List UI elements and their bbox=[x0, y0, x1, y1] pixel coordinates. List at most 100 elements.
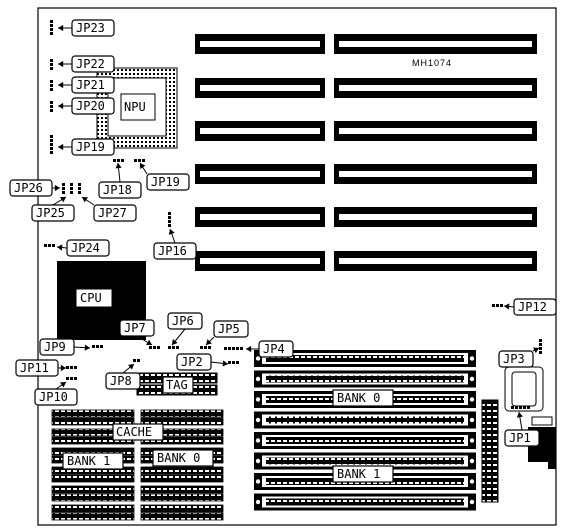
jumper-label-text: JP11 bbox=[20, 361, 49, 375]
simm-socket bbox=[254, 370, 476, 388]
simm-socket bbox=[254, 493, 476, 511]
expansion-slot bbox=[195, 121, 325, 141]
jumper-label-text: JP27 bbox=[98, 206, 127, 220]
cache-bank1-label: BANK 1 bbox=[67, 454, 110, 468]
jumper-label-text: JP9 bbox=[44, 340, 66, 354]
jumper-label-jp4: JP4 bbox=[246, 340, 294, 358]
expansion-slot bbox=[195, 34, 325, 54]
jumper-label-jp22: JP22 bbox=[58, 55, 115, 73]
jumper-header bbox=[66, 366, 77, 369]
jumper-header bbox=[492, 304, 503, 307]
expansion-slot bbox=[195, 207, 325, 227]
cache-chip bbox=[51, 409, 135, 426]
jumper-header bbox=[539, 339, 542, 354]
jumper-label-jp12: JP12 bbox=[503, 298, 557, 316]
jumper-header bbox=[66, 377, 77, 380]
jumper-header bbox=[224, 347, 243, 350]
jumper-label-text: JP21 bbox=[76, 78, 105, 92]
jumper-header bbox=[50, 20, 53, 35]
jumper-label-jp26: JP26 bbox=[9, 179, 60, 197]
jumper-label-jp21: JP21 bbox=[58, 76, 115, 94]
simm-socket bbox=[254, 452, 476, 470]
cache-chip bbox=[140, 485, 224, 502]
jumper-label-text: JP16 bbox=[158, 244, 187, 258]
jumper-header bbox=[70, 183, 73, 194]
jumper-header bbox=[168, 212, 171, 227]
cache-chips bbox=[51, 409, 224, 521]
tag-chips: TAG bbox=[136, 372, 218, 396]
jumper-label-jp20: JP20 bbox=[58, 97, 115, 115]
cache-chip bbox=[51, 504, 135, 521]
jumper-label-jp27: JP27 bbox=[81, 196, 137, 222]
jumper-label-text: JP12 bbox=[518, 300, 547, 314]
jumper-label-jp3: JP3 bbox=[498, 347, 540, 368]
cache-label: CACHE bbox=[116, 425, 152, 439]
simm-socket bbox=[254, 432, 476, 449]
expansion-slot bbox=[195, 164, 325, 184]
simm-bank1-label: BANK 1 bbox=[337, 467, 380, 481]
jumper-label-jp7: JP7 bbox=[119, 319, 155, 346]
jumper-label-jp19b: JP19 bbox=[139, 162, 190, 191]
jumper-header bbox=[50, 59, 53, 70]
jumper-header bbox=[50, 101, 53, 112]
jumper-label-text: JP6 bbox=[172, 314, 194, 328]
simm-bank0-label: BANK 0 bbox=[337, 391, 380, 405]
jumper-header bbox=[228, 361, 239, 364]
expansion-slot bbox=[334, 121, 537, 141]
jumper-label-jp8: JP8 bbox=[105, 363, 141, 390]
jumper-header bbox=[149, 346, 160, 349]
jumper-label-jp6: JP6 bbox=[167, 312, 203, 346]
cache-chip bbox=[140, 504, 224, 521]
expansion-slot bbox=[334, 78, 537, 98]
expansion-slot bbox=[195, 78, 325, 98]
npu-label: NPU bbox=[124, 100, 146, 114]
tag-label: TAG bbox=[166, 378, 188, 392]
jumper-header bbox=[92, 345, 103, 348]
simm-socket bbox=[254, 350, 476, 367]
jumper-label-jp23: JP23 bbox=[58, 19, 115, 37]
jumper-header bbox=[62, 183, 65, 194]
jumper-label-jp25: JP25 bbox=[31, 196, 75, 222]
jumper-label-text: JP24 bbox=[71, 241, 100, 255]
jumper-header bbox=[78, 183, 81, 194]
jumper-label-text: JP4 bbox=[263, 342, 285, 356]
expansion-slot bbox=[195, 251, 325, 271]
jumper-label-jp11: JP11 bbox=[15, 359, 66, 377]
jumper-label-text: JP26 bbox=[14, 181, 43, 195]
jumper-label-jp24: JP24 bbox=[56, 239, 110, 257]
jumper-label-jp5: JP5 bbox=[205, 320, 249, 346]
jumper-label-text: JP18 bbox=[103, 183, 132, 197]
jumper-label-jp2: JP2 bbox=[176, 353, 229, 371]
cache-chip bbox=[140, 409, 224, 426]
jumper-header bbox=[168, 346, 179, 349]
expansion-slot bbox=[334, 34, 537, 54]
jumper-label-text: JP22 bbox=[76, 57, 105, 71]
jumper-label-jp10: JP10 bbox=[34, 381, 78, 406]
jumper-label-text: JP2 bbox=[181, 355, 203, 369]
jumper-header bbox=[50, 80, 53, 91]
jumper-header bbox=[44, 244, 55, 247]
expansion-slot bbox=[334, 251, 537, 271]
jumper-label-text: JP19 bbox=[151, 175, 180, 189]
jumper-label-text: JP8 bbox=[110, 374, 132, 388]
jumper-header bbox=[511, 406, 530, 409]
jumper-label-jp9: JP9 bbox=[39, 338, 91, 356]
cache-bank0-label: BANK 0 bbox=[157, 451, 200, 465]
jumper-label-text: JP1 bbox=[509, 431, 531, 445]
cache-chip bbox=[51, 485, 135, 502]
jumper-label-text: JP19 bbox=[76, 140, 105, 154]
jumper-header bbox=[200, 346, 211, 349]
jumper-header bbox=[133, 359, 140, 362]
jumper-label-jp1: JP1 bbox=[504, 411, 540, 447]
jumper-label-text: JP20 bbox=[76, 99, 105, 113]
board-model-label: MH1074 bbox=[412, 58, 452, 68]
jumper-label-text: JP5 bbox=[218, 322, 240, 336]
cpu-label: CPU bbox=[80, 291, 102, 305]
expansion-slots bbox=[195, 34, 537, 271]
jumper-label-text: JP7 bbox=[124, 321, 146, 335]
jumper-label-text: JP3 bbox=[503, 352, 525, 366]
jumper-label-jp16: JP16 bbox=[153, 228, 197, 260]
jumper-label-text: JP25 bbox=[36, 206, 65, 220]
